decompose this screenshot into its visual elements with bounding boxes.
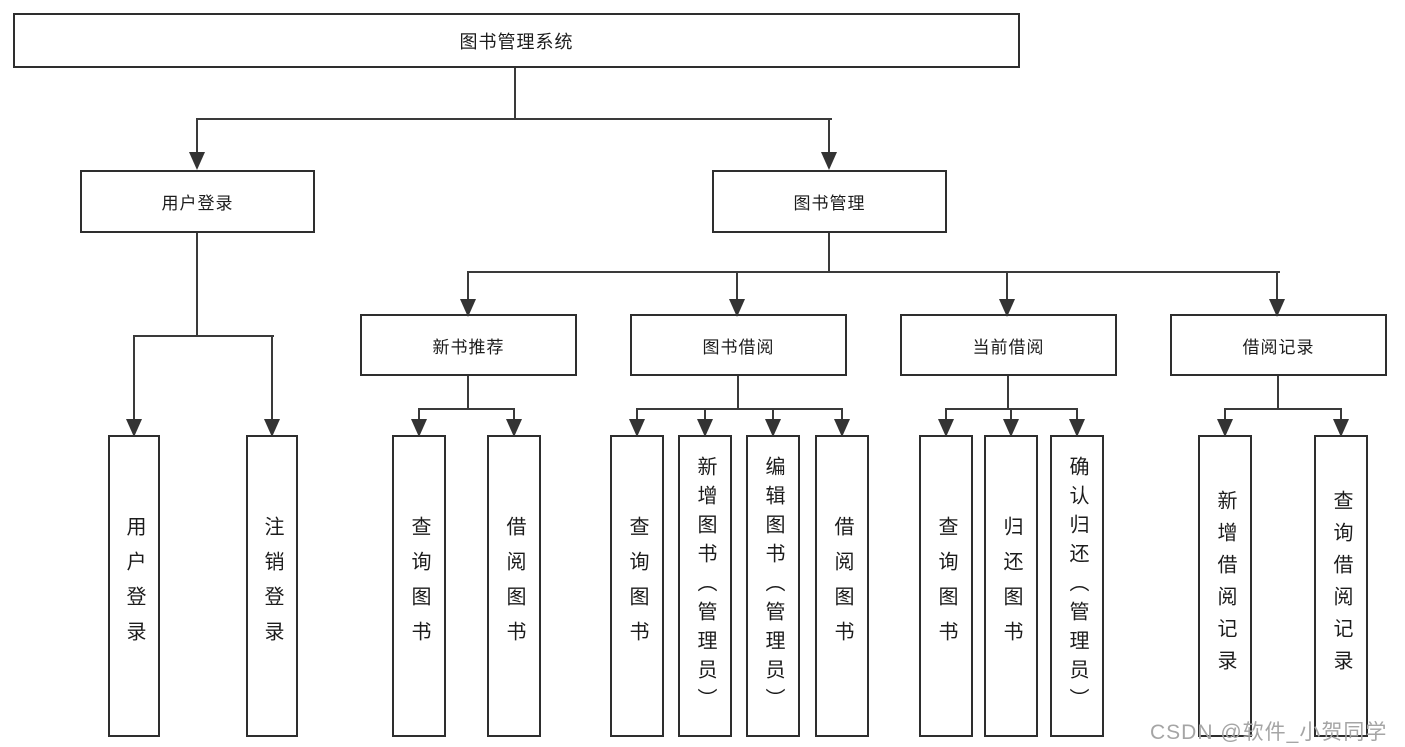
connector-line [514,68,516,120]
node-label: 当前借阅 [972,337,1045,357]
arrowhead-down-icon [1069,419,1085,437]
connector-line [945,408,947,421]
node-leaf-logout: 注销登录 [246,435,298,737]
node-leaf-cb-query-book: 查询图书 [919,435,973,737]
connector-line [196,118,832,120]
connector-line [467,376,469,410]
connector-line [418,408,515,410]
node-label: 新书推荐 [432,337,505,357]
node-label: 新增图书（管理员） [694,455,716,717]
arrowhead-down-icon [1269,299,1285,317]
arrowhead-down-icon [999,299,1015,317]
node-user-login: 用户登录 [80,170,315,233]
node-label: 新增借阅记录 [1214,490,1236,682]
node-current-borrow: 当前借阅 [900,314,1117,376]
node-leaf-nbr-query-book: 查询图书 [392,435,446,737]
node-label: 查询图书 [935,516,957,656]
node-library-management-system: 图书管理系统 [13,13,1020,68]
connector-line [1007,376,1009,410]
node-leaf-nbr-borrow-book: 借阅图书 [487,435,541,737]
node-label: 确认归还（管理员） [1066,455,1088,717]
connector-line [1010,408,1012,421]
arrowhead-down-icon [834,419,850,437]
node-book-borrow: 图书借阅 [630,314,847,376]
connector-line [1277,376,1279,410]
node-leaf-bb-borrow-book: 借阅图书 [815,435,869,737]
node-label: 注销登录 [261,516,283,656]
node-label: 图书借阅 [702,337,775,357]
node-leaf-cb-return-book: 归还图书 [984,435,1038,737]
connector-line [1224,408,1226,421]
connector-line [1276,271,1278,301]
node-leaf-cb-confirm-return-admin: 确认归还（管理员） [1050,435,1104,737]
connector-line [772,408,774,421]
node-leaf-bb-query-book: 查询图书 [610,435,664,737]
node-label: 编辑图书（管理员） [762,455,784,717]
node-label: 查询图书 [626,516,648,656]
arrowhead-down-icon [1003,419,1019,437]
arrowhead-down-icon [938,419,954,437]
connector-line [828,118,830,154]
node-leaf-br-query-record: 查询借阅记录 [1314,435,1368,737]
connector-line [467,271,1280,273]
connector-line [418,408,420,421]
node-label: 查询图书 [408,516,430,656]
arrowhead-down-icon [411,419,427,437]
arrowhead-down-icon [765,419,781,437]
node-new-book-recommend: 新书推荐 [360,314,577,376]
connector-line [133,335,135,421]
arrowhead-down-icon [126,419,142,437]
arrowhead-down-icon [697,419,713,437]
arrowhead-down-icon [729,299,745,317]
node-label: 借阅记录 [1242,337,1315,357]
connector-line [704,408,706,421]
node-label: 图书管理系统 [459,31,574,52]
node-label: 用户登录 [161,194,234,213]
node-leaf-bb-add-book-admin: 新增图书（管理员） [678,435,732,737]
arrowhead-down-icon [1217,419,1233,437]
connector-line [828,233,830,273]
node-borrow-record: 借阅记录 [1170,314,1387,376]
node-label: 用户登录 [123,516,145,656]
node-label: 查询借阅记录 [1330,490,1352,682]
connector-line [636,408,638,421]
node-label: 借阅图书 [831,516,853,656]
connector-line [1076,408,1078,421]
connector-line [841,408,843,421]
arrowhead-down-icon [264,419,280,437]
node-leaf-bb-edit-book-admin: 编辑图书（管理员） [746,435,800,737]
arrowhead-down-icon [821,152,837,170]
connector-line [1340,408,1342,421]
node-leaf-br-add-record: 新增借阅记录 [1198,435,1252,737]
connector-line [1224,408,1342,410]
connector-line [1006,271,1008,301]
node-label: 归还图书 [1000,516,1022,656]
connector-line [737,376,739,410]
connector-line [133,335,274,337]
arrowhead-down-icon [189,152,205,170]
connector-line [636,408,843,410]
connector-line [513,408,515,421]
arrowhead-down-icon [629,419,645,437]
arrowhead-down-icon [460,299,476,317]
node-label: 借阅图书 [503,516,525,656]
connector-line [196,233,198,337]
node-book-management: 图书管理 [712,170,947,233]
arrowhead-down-icon [1333,419,1349,437]
node-leaf-user-login: 用户登录 [108,435,160,737]
node-label: 图书管理 [793,194,866,213]
connector-line [736,271,738,301]
connector-line [196,118,198,154]
arrowhead-down-icon [506,419,522,437]
connector-line [467,271,469,301]
csdn-watermark: CSDN @软件_小贺同学 [1150,721,1388,744]
connector-line [271,335,273,421]
